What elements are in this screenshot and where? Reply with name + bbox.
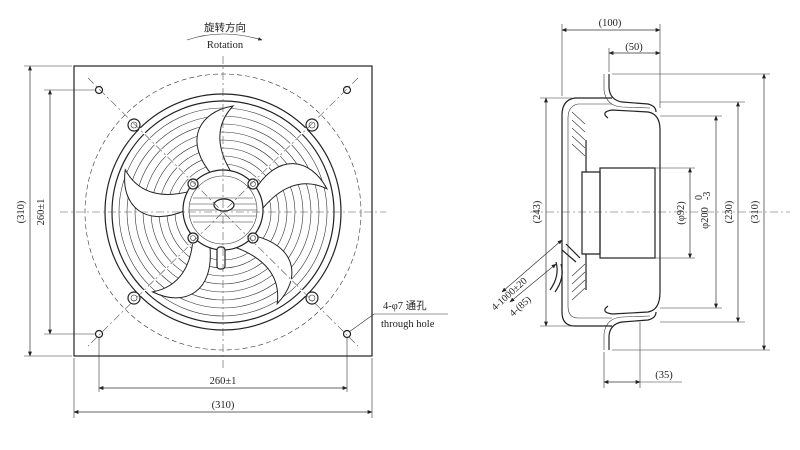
flange-top bbox=[608, 74, 657, 113]
flange-bottom bbox=[608, 311, 657, 350]
cable bbox=[549, 261, 563, 293]
dim-dia-92: (φ92) bbox=[676, 201, 687, 225]
front-view bbox=[60, 56, 386, 368]
dim-outer-width: (310) bbox=[212, 400, 235, 411]
guard-wires-bottom bbox=[571, 263, 586, 301]
cable-gland-side bbox=[561, 243, 581, 263]
dim-depth-partial: (50) bbox=[625, 42, 643, 53]
mounting-hole bbox=[94, 329, 104, 339]
rotation-indicator: 旋转方向 Rotation bbox=[186, 21, 263, 51]
dim-height-230: (230) bbox=[724, 200, 735, 223]
dim-outer-height: (310) bbox=[16, 200, 27, 223]
motor-hub bbox=[182, 169, 264, 270]
dim-dia-200-tol-upper: 0 bbox=[694, 195, 705, 200]
guard-wires-top bbox=[571, 111, 586, 157]
mounting-hole bbox=[342, 329, 352, 339]
dim-height-total: (310) bbox=[750, 200, 761, 223]
side-dimensions: (100) (50) (35) (310) (230) φ200 0 -3 bbox=[490, 18, 770, 388]
dim-hole-spacing-v: 260±1 bbox=[36, 199, 47, 226]
mounting-hole bbox=[342, 85, 352, 95]
dim-dia-200: φ200 bbox=[700, 207, 711, 229]
dim-height-243: (243) bbox=[532, 200, 543, 223]
blade-profile bbox=[604, 109, 661, 315]
motor-front-cap bbox=[581, 171, 601, 255]
hole-note-en: through hole bbox=[381, 319, 435, 330]
fan-blades bbox=[124, 105, 329, 306]
front-dimensions: 260±1 (310) (310) 260±1 4-φ7 通孔 through … bbox=[16, 65, 448, 418]
shroud-lip bbox=[561, 97, 612, 327]
cable-gland bbox=[216, 246, 226, 270]
rotation-label-en: Rotation bbox=[207, 40, 244, 51]
motor-body bbox=[599, 167, 656, 259]
dim-depth-bottom: (35) bbox=[655, 370, 673, 381]
rotation-arrow-icon bbox=[186, 33, 263, 41]
hole-note-cn: 4-φ7 通孔 bbox=[383, 299, 427, 312]
rotation-label-cn: 旋转方向 bbox=[204, 21, 246, 34]
dim-dia-200-tol-lower: -3 bbox=[702, 192, 713, 200]
side-view bbox=[530, 74, 790, 350]
brand-logo bbox=[213, 198, 235, 212]
mounting-hole bbox=[94, 85, 104, 95]
dim-depth-total: (100) bbox=[599, 18, 622, 29]
dim-hole-spacing-h: 260±1 bbox=[210, 376, 237, 387]
strut-bosses bbox=[127, 118, 319, 305]
